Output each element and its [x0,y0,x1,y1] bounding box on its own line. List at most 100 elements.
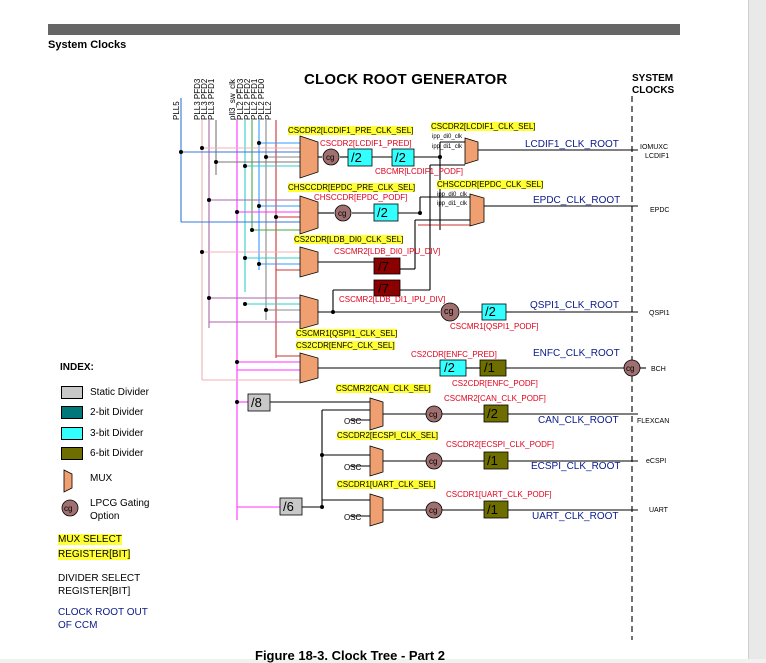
index-6bit-label: 6-bit Divider [90,448,144,459]
document-page: System Clocks CLOCK ROOT GENERATOR SYSTE… [0,0,748,663]
lcdif1-pred-ratio: /2 [351,150,362,165]
static-divider-8: /8 [251,395,262,410]
sel-enfc: CS2CDR[ENFC_CLK_SEL] [296,341,395,350]
ldb-di1-ratio: /7 [378,281,389,296]
index-static-label: Static Divider [90,387,149,398]
lcdif1-in-ipp-di1: ipp_di1_clk [432,144,463,150]
dest-ecspi: eCSPI [646,458,667,465]
osc-uart: OSC [344,513,362,522]
divider-enfc-podf [479,359,507,377]
system-clocks-line1: SYSTEM [632,73,674,84]
mux-enfc [299,352,319,384]
mux-qspi1 [299,294,319,330]
epdc-podf-ratio: /2 [377,205,388,220]
index-gate-symbol [61,499,79,517]
epdc-in-ipp-di0: ipp_di0_clk [437,192,468,198]
clock-root-ecspi: ECSPI_CLK_ROOT [531,461,621,472]
uart-podf-ratio: /1 [487,502,498,517]
gate-enfc-label: cg [626,364,635,373]
sel-epdc-pre: CHSCCDR[EPDC_PRE_CLK_SEL] [288,183,416,192]
dest-lcdif1: LCDIF1 [645,153,670,160]
divider-ldb-di0 [373,257,401,275]
dest-iomuxc: IOMUXC [640,144,668,151]
sel-lcdif1-pre: CSCDR2[LCDIF1_PRE_CLK_SEL] [288,126,414,135]
index-3bit-label: 3-bit Divider [90,428,144,439]
ecspi-podf-ratio: /1 [487,453,498,468]
clock-root-uart: UART_CLK_ROOT [532,511,619,522]
clock-root-epdc: EPDC_CLK_ROOT [533,195,621,206]
ldb-di0-ratio: /7 [378,259,389,274]
diagram-title: CLOCK ROOT GENERATOR [304,71,508,88]
sel-qspi1: CSCMR1[QSPI1_CLK_SEL] [296,329,398,338]
index-gate-cg: cg [64,504,73,513]
sel-epdc: CHSCCDR[EPDC_CLK_SEL] [437,180,544,189]
gate-lcdif1 [322,148,340,166]
can-podf-ratio: /2 [487,406,498,421]
index-mux-label: MUX [90,473,113,484]
dest-flexcan: FLEXCAN [637,418,670,425]
system-clocks-label: SYSTEM CLOCKS [632,73,674,97]
epdc-in-ipp-di1: ipp_di1_clk [437,201,468,207]
static-divider-6: /6 [283,499,294,514]
reg-lcdif1-pred: CSCDR2[LCDIF1_PRED] [320,139,412,148]
mux-uart [369,493,384,527]
osc-ecspi: OSC [344,463,362,472]
gate-epdc [334,204,352,222]
mux-can [369,397,384,431]
mux-lcdif1 [464,137,479,165]
divider-lcdif1-podf [391,148,415,167]
divider-qspi1-podf [481,303,507,321]
index-2bit-swatch [61,406,83,419]
clock-root-qspi1: QSPI1_CLK_ROOT [530,300,619,311]
divider-enfc-pred [439,359,467,377]
reg-can-podf: CSCMR2[CAN_CLK_PODF] [444,394,546,403]
reg-enfc-pred: CS2CDR[ENFC_PRED] [411,350,497,359]
enfc-podf-ratio: /1 [484,360,495,375]
gate-qspi1-label: cg [444,306,454,316]
gate-qspi1 [440,302,460,322]
reg-enfc-podf: CS2CDR[ENFC_PODF] [452,379,538,388]
mux-ecspi [369,445,384,477]
index-static-swatch [61,386,83,399]
index-clock-root-out: CLOCK ROOT OUT OF CCM [58,607,148,631]
index-gate-label: LPCG Gating Option [90,498,150,522]
sel-lcdif1: CSCDR2[LCDIF1_CLK_SEL] [431,122,536,131]
reg-lcdif1-podf: CBCMR[LCDIF1_PODF] [375,167,464,176]
scrollbar-track[interactable] [748,0,766,659]
dest-uart: UART [649,507,668,514]
index-mux-select: MUX SELECT REGISTER[BIT] [58,534,131,560]
divider-lcdif1-pred [347,148,373,167]
gate-ecspi [425,452,443,470]
reg-qspi1-podf: CSCMR1[QSPI1_PODF] [450,322,539,331]
figure-caption: Figure 18-3. Clock Tree - Part 2 [255,648,446,663]
dest-qspi1: QSPI1 [649,310,670,317]
divider-static-8 [247,393,271,412]
osc-can: OSC [344,417,362,426]
gate-epdc-label: cg [338,209,347,218]
dest-bch: BCH [651,366,666,373]
index-2bit-label: 2-bit Divider [90,407,144,418]
mux-epdc [469,193,485,227]
header-bar [48,24,680,35]
clock-root-lcdif1: LCDIF1_CLK_ROOT [525,139,619,150]
index-title: INDEX: [60,362,94,373]
sel-uart: CSCDR1[UART_CLK_SEL] [337,480,436,489]
divider-ecspi-podf [483,451,509,470]
section-title: System Clocks [48,39,127,51]
clock-root-enfc: ENFC_CLK_ROOT [533,348,620,359]
reg-ldb-di0: CSCMR2[LDB_DI0_IPU_DIV] [334,247,441,256]
gate-can-label: cg [429,410,438,419]
reg-uart-podf: CSCDR1[UART_CLK_PODF] [446,490,552,499]
index-6bit-swatch [61,447,83,460]
gate-ecspi-label: cg [429,457,438,466]
divider-static-6 [279,497,303,516]
index-divider-select: DIVIDER SELECT REGISTER[BIT] [58,573,141,597]
divider-epdc-podf [373,203,399,222]
sel-ldb-di0: CS2CDR[LDB_DI0_CLK_SEL] [294,235,404,244]
gate-uart-label: cg [429,506,438,515]
reg-epdc-podf: CHSCCDR[EPDC_PODF] [314,193,408,202]
mux-epdc-pre [299,195,319,235]
index-3bit-swatch [61,427,83,440]
mux-lcdif1-pre [299,135,319,179]
sel-can: CSCMR2[CAN_CLK_SEL] [336,384,431,393]
